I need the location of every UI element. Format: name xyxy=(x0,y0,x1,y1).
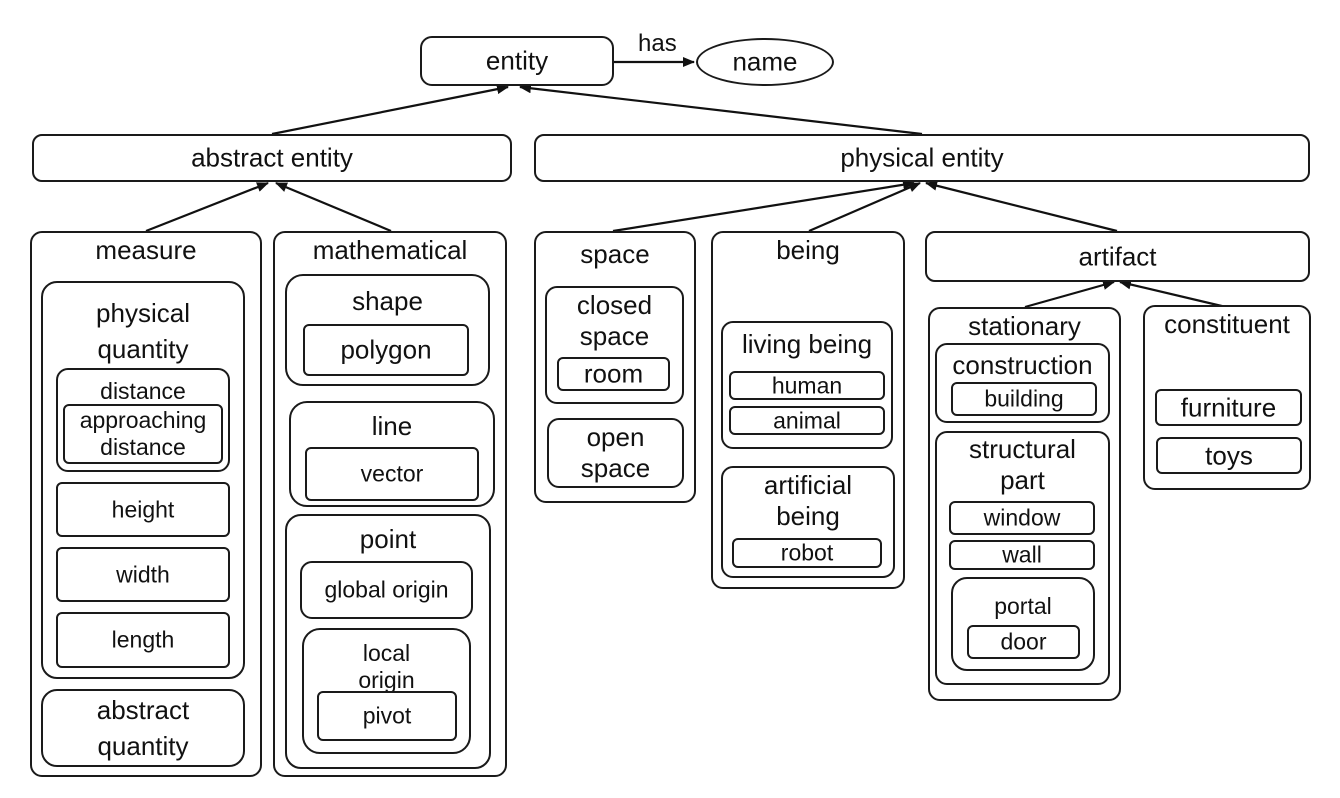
edge-mathematical-to-abstract xyxy=(275,181,392,233)
node-animal: animal xyxy=(729,406,885,435)
node-name: name xyxy=(696,38,834,86)
node-abstract-entity: abstract entity xyxy=(32,134,512,182)
node-pivot: pivot xyxy=(317,691,457,741)
node-building: building xyxy=(951,382,1097,416)
node-physical-entity: physical entity xyxy=(534,134,1310,182)
node-furniture: furniture xyxy=(1155,389,1302,426)
node-polygon: polygon xyxy=(303,324,469,376)
node-entity: entity xyxy=(420,36,614,86)
edge-measure-to-abstract xyxy=(145,181,269,233)
node-room: room xyxy=(557,357,670,391)
edge-abstract-to-entity xyxy=(271,84,509,136)
node-artifact: artifact xyxy=(925,231,1310,282)
node-open-space: open space xyxy=(547,418,684,488)
node-height: height xyxy=(56,482,230,537)
edge-stationary-to-artifact xyxy=(1024,280,1115,309)
relation-has-label: has xyxy=(638,30,677,57)
edge-being-to-physical xyxy=(808,181,921,233)
edge-space-to-physical xyxy=(612,179,915,233)
node-approaching-distance: approaching distance xyxy=(63,404,223,464)
node-toys: toys xyxy=(1156,437,1302,474)
node-width: width xyxy=(56,547,230,602)
node-vector: vector xyxy=(305,447,479,501)
node-window: window xyxy=(949,501,1095,535)
edge-physical-to-entity xyxy=(519,83,923,136)
node-global-origin: global origin xyxy=(300,561,473,619)
node-robot: robot xyxy=(732,538,882,568)
edge-artifact-to-physical xyxy=(925,180,1118,233)
node-door: door xyxy=(967,625,1080,659)
node-human: human xyxy=(729,371,885,400)
node-length: length xyxy=(56,612,230,668)
edge-constituent-to-artifact xyxy=(1119,279,1227,309)
node-abstract-quantity: abstract quantity xyxy=(41,689,245,767)
node-wall: wall xyxy=(949,540,1095,570)
